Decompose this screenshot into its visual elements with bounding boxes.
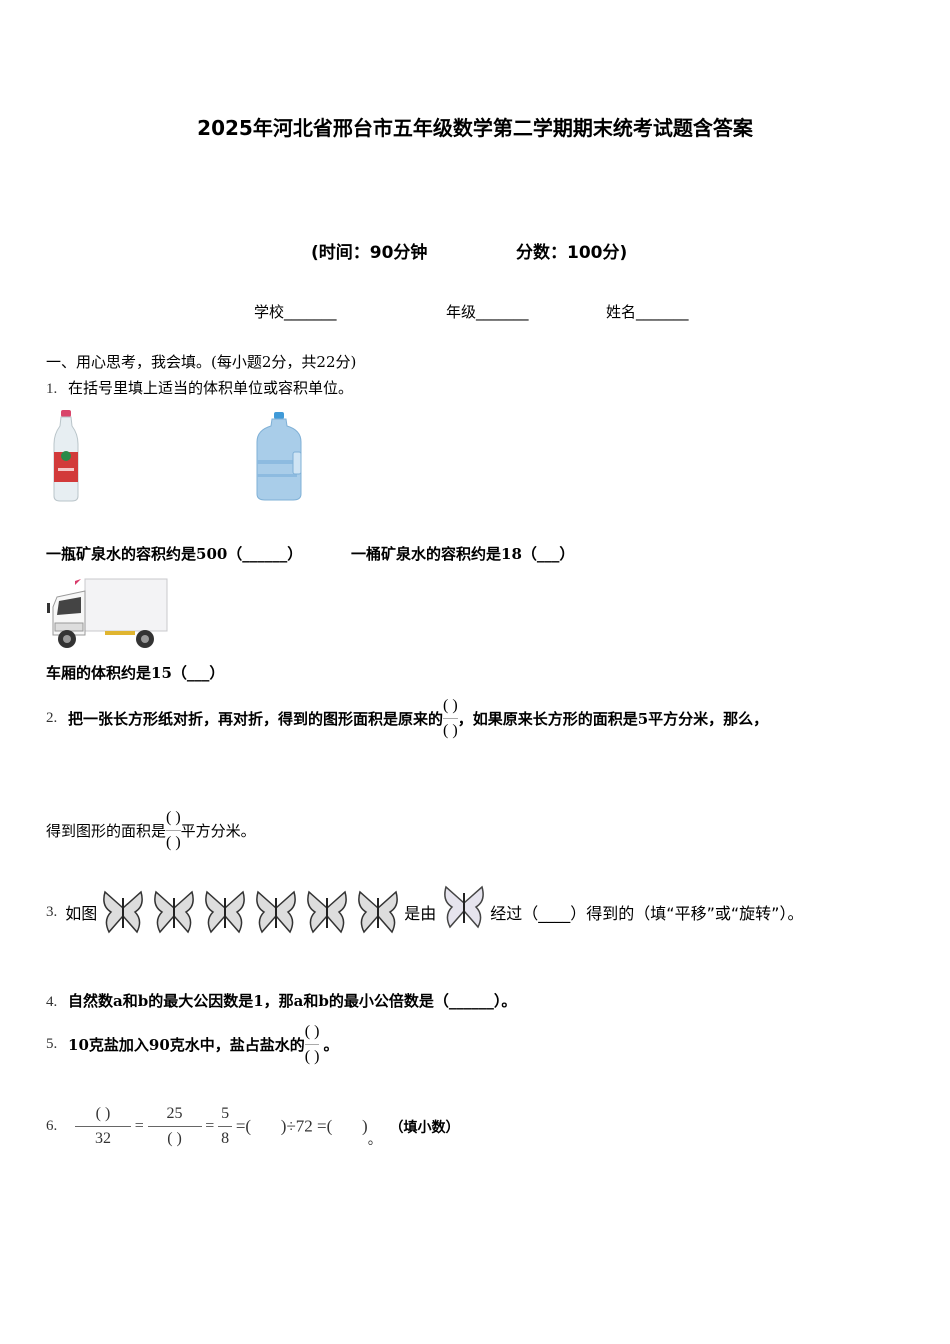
- school-blank[interactable]: _______: [284, 303, 337, 321]
- time-label: (时间：90分钟: [311, 243, 428, 263]
- fraction-bar: [443, 718, 458, 719]
- question-1: 1. 在括号里填上适当的体积单位或容积单位。: [46, 377, 353, 398]
- q2-fraction[interactable]: ( ) ( ): [443, 696, 458, 741]
- question-2: 2. 把一张长方形纸对折，再对折，得到的图形面积是原来的 ( ) ( ) ，如果…: [46, 696, 768, 741]
- name-blank[interactable]: _______: [636, 303, 689, 321]
- q2-answer-denominator[interactable]: ( ): [166, 834, 181, 851]
- single-butterfly-icon: [444, 885, 485, 929]
- q1-line-c: 车厢的体积约是15（___）: [46, 664, 225, 682]
- school-label: 学校: [254, 303, 285, 321]
- fraction-bar: [304, 1044, 320, 1045]
- score-label: 分数：100分): [516, 243, 628, 263]
- fraction-bar: [218, 1126, 233, 1127]
- q5-text-a: 10克盐加入90克水中，盐占盐水的: [68, 1036, 305, 1054]
- water-jug-icon: [256, 412, 302, 501]
- water-bottle-icon: [53, 410, 79, 502]
- butterfly-icon: [103, 890, 144, 934]
- q3-text-c: 经过（____）得到的（填“平移”或“旋转”）。: [490, 904, 804, 923]
- grade-blank[interactable]: _______: [476, 303, 529, 321]
- fraction-bar: [147, 1126, 202, 1127]
- school-field[interactable]: 学校_______: [254, 301, 337, 322]
- fraction-bar: [75, 1126, 131, 1127]
- water-jug-image: [255, 412, 303, 502]
- question-3: 3. 如图 是由 经过（____）得到的（填“平移”或“旋转”）。: [46, 885, 804, 938]
- grade-field[interactable]: 年级_______: [446, 301, 529, 322]
- q2-answer-numerator[interactable]: ( ): [166, 809, 181, 826]
- truck-image: [45, 575, 170, 650]
- q2-text-c: 得到图形的面积是: [46, 822, 167, 840]
- q6-tail[interactable]: =( )÷72 =( ): [235, 1116, 368, 1136]
- fraction-bar: [166, 830, 181, 831]
- butterfly-icon: [154, 890, 195, 934]
- q6-f2-denominator[interactable]: ( ): [167, 1130, 182, 1147]
- q5-fraction-denominator[interactable]: ( ): [304, 1048, 320, 1065]
- question-6: 6. ( ) 32 = 25 ( ) = 5 8 =( )÷72 =( )。 （…: [46, 1104, 459, 1149]
- q5-fraction[interactable]: ( ) ( ): [304, 1022, 320, 1067]
- butterfly-row: [101, 888, 400, 936]
- name-label: 姓名: [606, 303, 637, 321]
- q5-number: 5.: [46, 1036, 58, 1052]
- question-5: 5. 10克盐加入90克水中，盐占盐水的 ( ) ( ) 。: [46, 1022, 338, 1067]
- q6-f3-numerator: 5: [221, 1105, 230, 1122]
- q6-f2-numerator: 25: [166, 1105, 183, 1122]
- q1-line-b: 一桶矿泉水的容积约是18（___）: [351, 545, 575, 563]
- q2-text-a: 把一张长方形纸对折，再对折，得到的图形面积是原来的: [68, 710, 444, 728]
- q2-text-b: ，如果原来长方形的面积是5平方分米，那么，: [457, 710, 769, 728]
- butterfly-icon: [256, 890, 297, 934]
- water-bottle-image: [52, 410, 80, 502]
- q2-fraction-denominator[interactable]: ( ): [443, 722, 458, 739]
- q6-f3-denominator: 8: [221, 1130, 230, 1147]
- q2-fraction-numerator[interactable]: ( ): [443, 697, 458, 714]
- equals-sign: =: [134, 1117, 144, 1135]
- butterfly-icon: [307, 890, 348, 934]
- q6-number: 6.: [46, 1118, 58, 1134]
- q3-text-b: 是由: [404, 904, 437, 923]
- document-title: 2025年河北省邢台市五年级数学第二学期期末统考试题含答案: [197, 116, 753, 140]
- q6-fraction-2[interactable]: 25 ( ): [147, 1104, 202, 1149]
- q6-fraction-1[interactable]: ( ) 32: [75, 1104, 131, 1149]
- butterfly-icon: [358, 890, 399, 934]
- q6-fraction-3: 5 8: [218, 1104, 233, 1149]
- section-heading: 一、用心思考，我会填。(每小题2分，共22分): [46, 353, 357, 371]
- grade-label: 年级: [446, 303, 477, 321]
- equals-sign: =: [205, 1117, 215, 1135]
- q4-number: 4.: [46, 994, 58, 1010]
- q1-line-a: 一瓶矿泉水的容积约是500（______）: [46, 545, 303, 563]
- q5-fraction-numerator[interactable]: ( ): [304, 1023, 320, 1040]
- truck-icon: [47, 578, 168, 648]
- question-2-continued: 得到图形的面积是 ( ) ( ) 平方分米。: [46, 808, 256, 853]
- q6-note: （填小数）: [389, 1119, 460, 1136]
- name-field[interactable]: 姓名_______: [606, 301, 689, 322]
- q4-text: 自然数a和b的最大公因数是1，那a和b的最小公倍数是（______）。: [68, 992, 517, 1010]
- q2-answer-fraction[interactable]: ( ) ( ): [166, 808, 181, 853]
- q5-text-b: 。: [323, 1036, 339, 1054]
- question-4: 4. 自然数a和b的最大公因数是1，那a和b的最小公倍数是（______）。: [46, 990, 516, 1011]
- butterfly-icon: [205, 890, 246, 934]
- q6-f1-denominator: 32: [95, 1130, 111, 1147]
- q2-number: 2.: [46, 710, 58, 726]
- q6-end: 。: [367, 1132, 382, 1148]
- q2-text-d: 平方分米。: [180, 822, 256, 840]
- q3-number: 3.: [46, 903, 58, 920]
- q6-f1-numerator[interactable]: ( ): [95, 1105, 111, 1122]
- q1-text: 在括号里填上适当的体积单位或容积单位。: [68, 379, 354, 397]
- q3-text-a: 如图: [65, 904, 98, 923]
- q1-number: 1.: [46, 381, 58, 397]
